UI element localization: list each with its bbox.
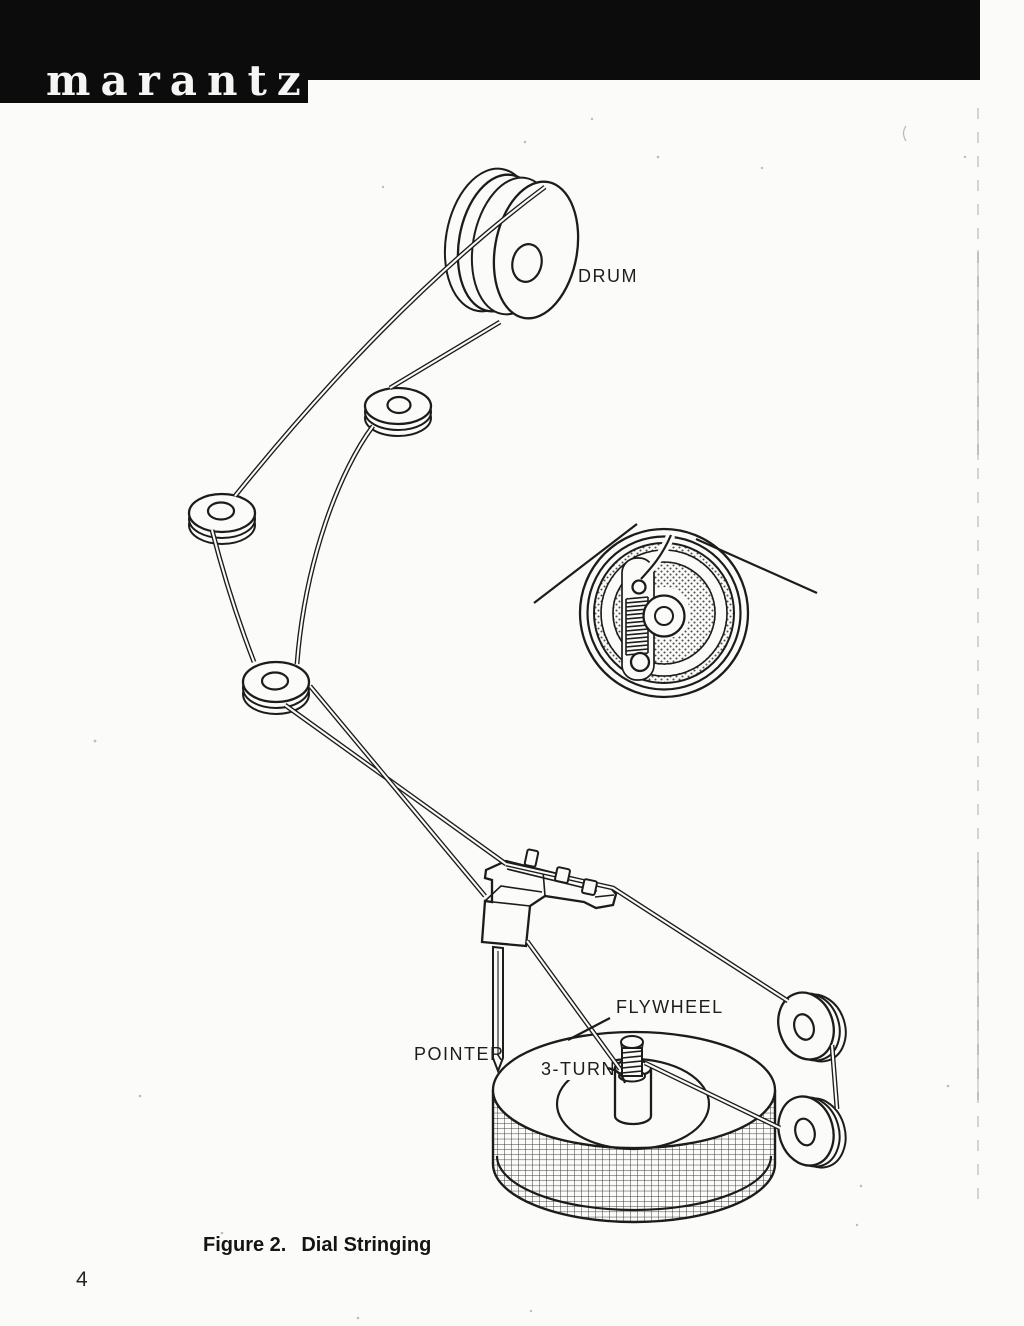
flywheel-leader-line [567,1017,611,1041]
detail-string-wrap [586,535,742,691]
figure-caption: Figure 2. Dial Stringing [203,1234,431,1257]
label-drum: DRUM [578,266,638,286]
header-logo-tab [0,78,308,103]
figure-caption-title: Dial Stringing [301,1234,432,1256]
label-flywheel: FLYWHEEL [616,997,724,1017]
detail-tangent-left [533,523,638,604]
spring-anchor-ball [629,651,651,673]
detail-hub-hole [654,606,674,626]
three-turn-leader-line [606,1066,627,1084]
flywheel-illustration [491,1030,777,1224]
spring-hook [631,579,647,595]
dial-string-runs [212,187,837,1128]
label-pointer: POINTER [414,1044,505,1064]
capstan-cap [620,1035,644,1049]
label-three-turn: 3-TURN [541,1059,616,1079]
pulley-right-lower [777,1095,847,1169]
carriage-string-clips [523,848,598,896]
figure-caption-label: Figure 2. [203,1234,287,1256]
drum-illustration [443,167,580,320]
brand-logo: marantz [46,56,311,105]
label-leader-lines [567,1017,627,1084]
drum-center-hole [511,243,543,283]
pulley-right-upper [777,991,847,1063]
scan-artifacts [93,108,979,1320]
pulley-left [187,492,257,545]
header-black-bar [0,0,980,80]
pulley-upper-middle [363,386,433,437]
pulley-middle [241,660,311,715]
three-turn-string-wrap [621,1050,643,1074]
pointer-needle [492,945,504,1074]
detail-string-entry [640,534,673,580]
detail-tangent-right [695,537,818,595]
page-number: 4 [76,1268,88,1291]
spring-detail-view [533,523,818,699]
